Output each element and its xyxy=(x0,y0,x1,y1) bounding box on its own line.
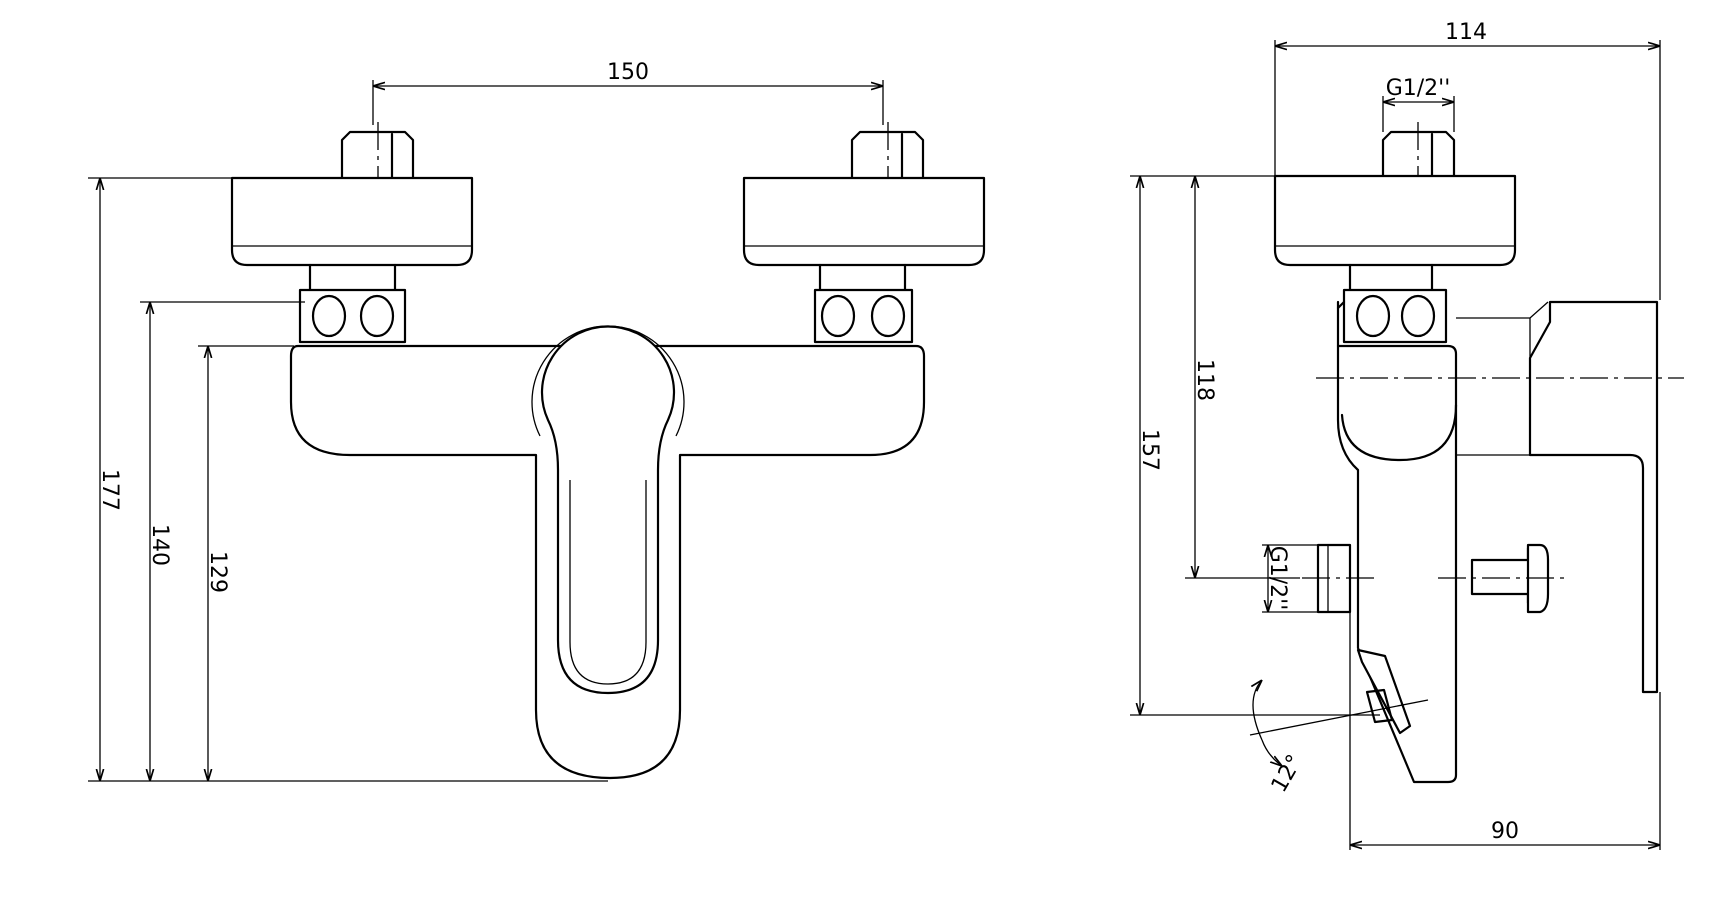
dim-150: 150 xyxy=(372,60,884,125)
dim-label-177: 177 xyxy=(97,469,122,511)
dim-label-thread-top: G1/2'' xyxy=(1386,76,1451,101)
side-view: 114 G1/2'' 157 118 G1/2'' xyxy=(1130,20,1684,850)
side-diverter-knob xyxy=(1438,543,1564,614)
side-spout xyxy=(1249,648,1429,736)
front-lever xyxy=(531,325,685,695)
side-outlet-thread xyxy=(1302,543,1374,614)
dim-label-thread-outlet: G1/2'' xyxy=(1265,546,1290,611)
right-inlet-assembly xyxy=(742,122,986,344)
dim-thread-top: G1/2'' xyxy=(1382,76,1455,132)
left-inlet-assembly xyxy=(230,122,474,344)
dim-177: 177 xyxy=(88,177,608,782)
dim-118: 118 xyxy=(1185,176,1300,579)
dim-label-90: 90 xyxy=(1491,819,1519,844)
side-body xyxy=(1336,300,1458,784)
side-lever xyxy=(1456,300,1659,694)
dim-thread-outlet: G1/2'' xyxy=(1262,544,1318,613)
dim-114: 114 xyxy=(1274,20,1661,300)
dim-140: 140 xyxy=(140,301,305,781)
front-view: 150 177 140 129 xyxy=(88,60,986,782)
dim-157: 157 xyxy=(1130,175,1380,716)
dim-129: 129 xyxy=(198,345,294,781)
dim-label-114: 114 xyxy=(1445,20,1487,45)
dim-label-157: 157 xyxy=(1137,429,1162,471)
dim-label-140: 140 xyxy=(147,524,172,566)
dim-label-129: 129 xyxy=(205,551,230,593)
side-inlet-assembly xyxy=(1273,122,1517,344)
dim-90: 90 xyxy=(1349,612,1661,850)
dim-angle-12: 12° xyxy=(1253,680,1308,797)
dim-label-150: 150 xyxy=(607,60,649,85)
dim-label-118: 118 xyxy=(1192,359,1217,401)
